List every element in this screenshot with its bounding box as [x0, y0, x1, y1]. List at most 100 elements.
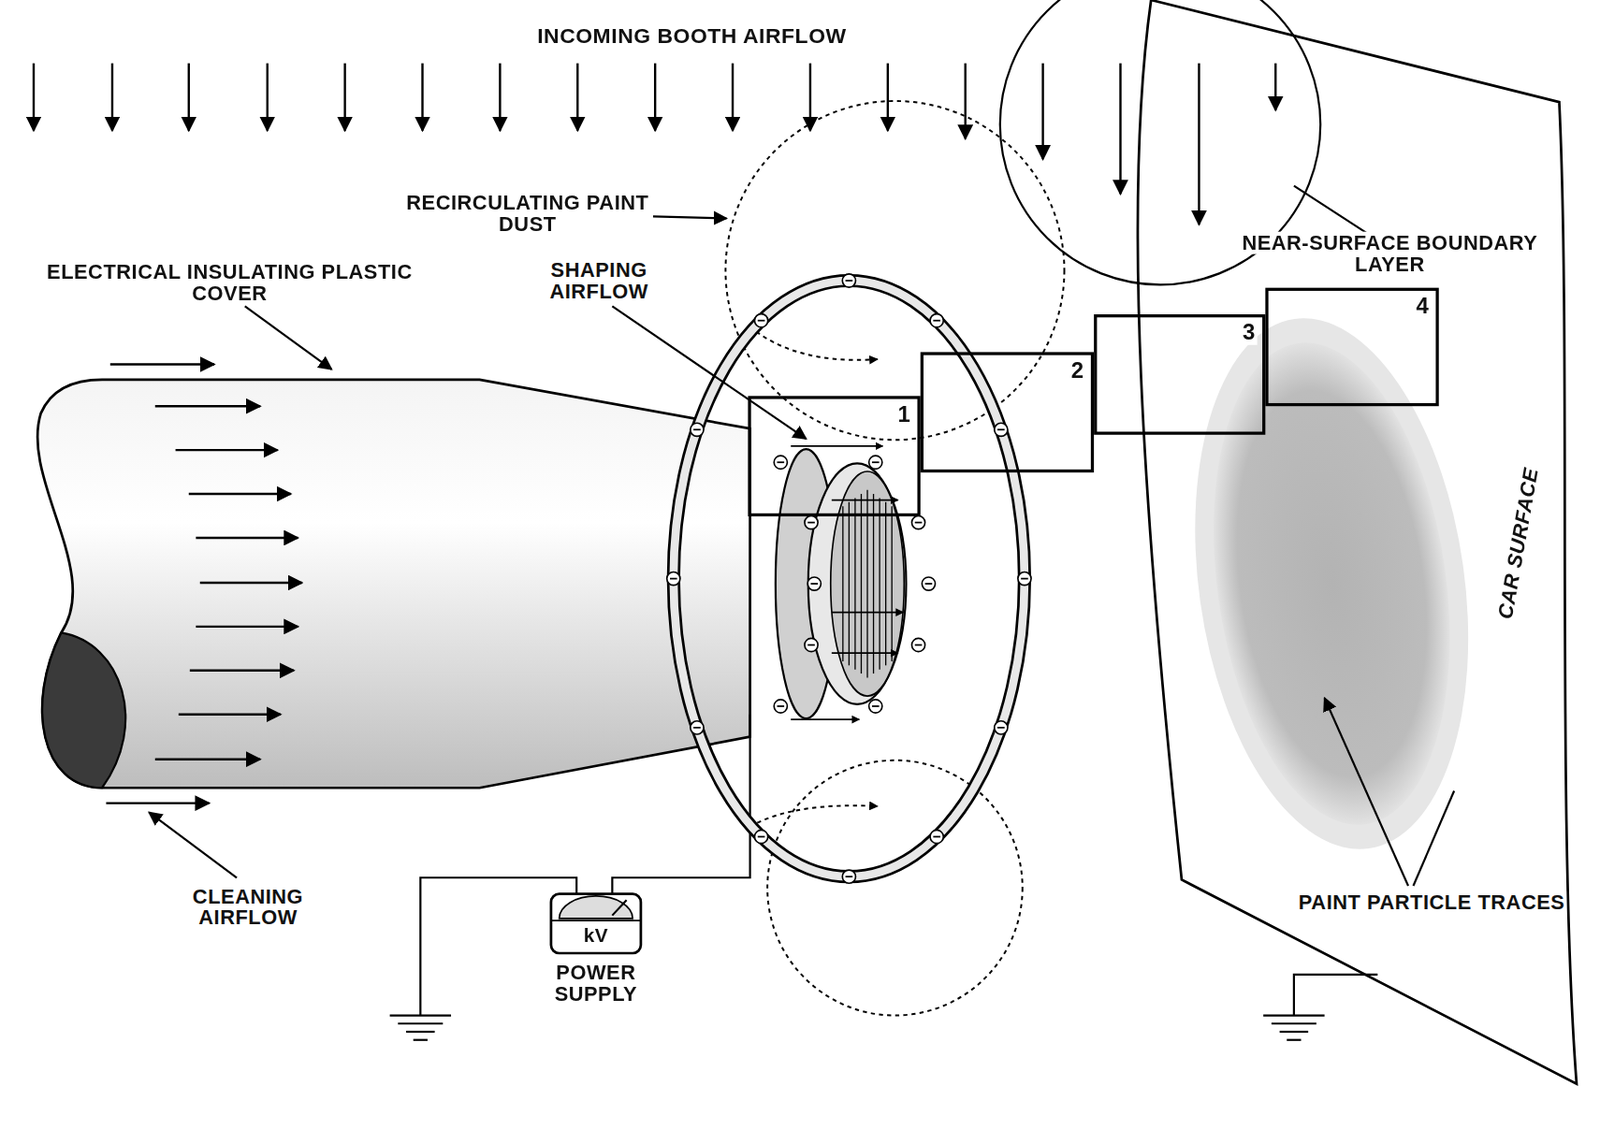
leader-line — [148, 216, 1455, 887]
part-label: PAINT PARTICLE TRACES — [1296, 890, 1568, 914]
part-label: RECIRCULATING PAINT DUST — [404, 190, 652, 235]
part-label: NEAR-SURFACE BOUNDARY LAYER — [1239, 232, 1540, 277]
airflow-arrow — [189, 493, 291, 495]
callout-number: 3 — [1240, 320, 1258, 346]
airflow-arrow — [421, 63, 423, 131]
part-label: CLEANING AIRFLOW — [145, 886, 350, 930]
part-label: INCOMING BOOTH AIRFLOW — [406, 24, 978, 47]
airflow-arrow — [111, 63, 114, 131]
leader-line — [148, 812, 237, 878]
charge-symbol — [804, 638, 818, 652]
leader-line — [653, 216, 728, 219]
airflow-arrow — [155, 758, 261, 761]
callout-box: 3 — [1093, 314, 1266, 436]
charge-symbol — [667, 274, 1032, 884]
leader-line — [1294, 186, 1373, 238]
charge-symbol — [807, 577, 821, 591]
part-label: NEAR-SURFACE BOUNDARY LAYER — [1236, 232, 1543, 277]
airflow-arrow — [1119, 63, 1121, 195]
airflow-arrow — [266, 63, 269, 131]
airflow-arrow — [1041, 63, 1044, 160]
airflow-arrow — [33, 63, 1276, 804]
leader-line — [611, 305, 806, 439]
airflow-arrow — [32, 63, 35, 131]
callout-number: 4 — [1413, 293, 1431, 319]
airflow-arrow — [105, 801, 209, 804]
charge-symbol — [930, 829, 944, 844]
callout-box: 2 — [920, 351, 1094, 473]
power-supply — [551, 894, 641, 954]
recirculation-circle — [767, 760, 1023, 1017]
charge-symbol — [842, 870, 856, 884]
airflow-arrow — [654, 63, 656, 131]
plastic-cover — [37, 379, 751, 788]
airflow-arrow — [831, 611, 903, 614]
cover-end — [42, 632, 126, 788]
airflow-arrow — [195, 537, 298, 539]
ground-symbol — [390, 1016, 1325, 1041]
leader-line — [1412, 791, 1455, 887]
charge-symbol — [911, 516, 925, 530]
part-label: ELECTRICAL INSULATING PLASTIC COVER — [25, 261, 434, 305]
callout-box: 4 — [1265, 288, 1439, 408]
airflow-arrow — [1274, 63, 1277, 111]
part-label: PAINT PARTICLE TRACES — [1288, 892, 1574, 915]
airflow-arrow — [831, 499, 899, 502]
charge-symbol — [842, 274, 856, 288]
car-surface — [1137, 0, 1577, 1085]
charge-symbol — [773, 699, 787, 713]
meter-unit: kV — [565, 926, 626, 947]
recirculation-circle — [725, 101, 1064, 440]
charge-symbol — [930, 314, 944, 328]
airflow-arrow — [1197, 63, 1200, 225]
airflow-arrow — [175, 449, 278, 451]
part-label: POWER SUPPLY — [552, 961, 640, 1006]
charge-symbol — [773, 455, 787, 469]
bell-cup — [808, 463, 907, 704]
spray-halo — [1163, 300, 1500, 868]
charge-symbol — [921, 577, 935, 591]
charge-symbol — [911, 638, 925, 652]
airflow-arrow — [343, 63, 346, 131]
charge-symbol — [869, 455, 883, 469]
airflow-arrow — [790, 445, 883, 448]
charge-symbol — [1018, 572, 1032, 586]
airflow-arrow — [200, 581, 303, 584]
charge-symbol — [754, 829, 768, 844]
airflow-arrow — [831, 652, 899, 655]
part-label: CLEANING AIRFLOW — [190, 885, 306, 930]
charge-symbol — [994, 721, 1008, 735]
leader-line — [1324, 698, 1409, 887]
airflow-arrow — [189, 669, 294, 672]
ring-electrode — [673, 280, 1025, 877]
callout-number: 1 — [895, 402, 913, 427]
charge-symbol — [690, 721, 704, 735]
airflow-arrow — [195, 625, 298, 628]
part-label: ELECTRICAL INSULATING PLASTIC COVER — [44, 260, 415, 305]
part-label: SHAPING AIRFLOW — [547, 258, 651, 303]
charge-symbol — [869, 699, 883, 713]
airflow-arrow — [155, 405, 261, 408]
charge-symbol — [804, 516, 818, 530]
airflow-arrow — [887, 63, 889, 131]
part-label: SHAPING AIRFLOW — [507, 259, 691, 303]
airflow-arrow — [110, 363, 215, 365]
charge-symbol — [754, 314, 768, 328]
charge-symbol — [994, 422, 1008, 437]
charge-symbol — [667, 572, 681, 586]
airflow-arrow — [576, 63, 579, 131]
airflow-arrow — [964, 63, 967, 140]
charge-symbol — [690, 422, 704, 437]
part-label: POWER SUPPLY — [514, 962, 678, 1006]
part-label: RECIRCULATING PAINT DUST — [394, 191, 661, 235]
airflow-arrow — [188, 63, 190, 131]
leader-line — [245, 305, 333, 370]
callout-box: 1 — [747, 395, 920, 517]
airflow-arrow — [809, 63, 812, 131]
airflow-arrow — [731, 63, 734, 131]
callout-number: 2 — [1069, 358, 1087, 383]
airflow-arrow — [178, 712, 281, 715]
airflow-arrow — [498, 63, 501, 131]
airflow-arrow — [790, 718, 859, 721]
